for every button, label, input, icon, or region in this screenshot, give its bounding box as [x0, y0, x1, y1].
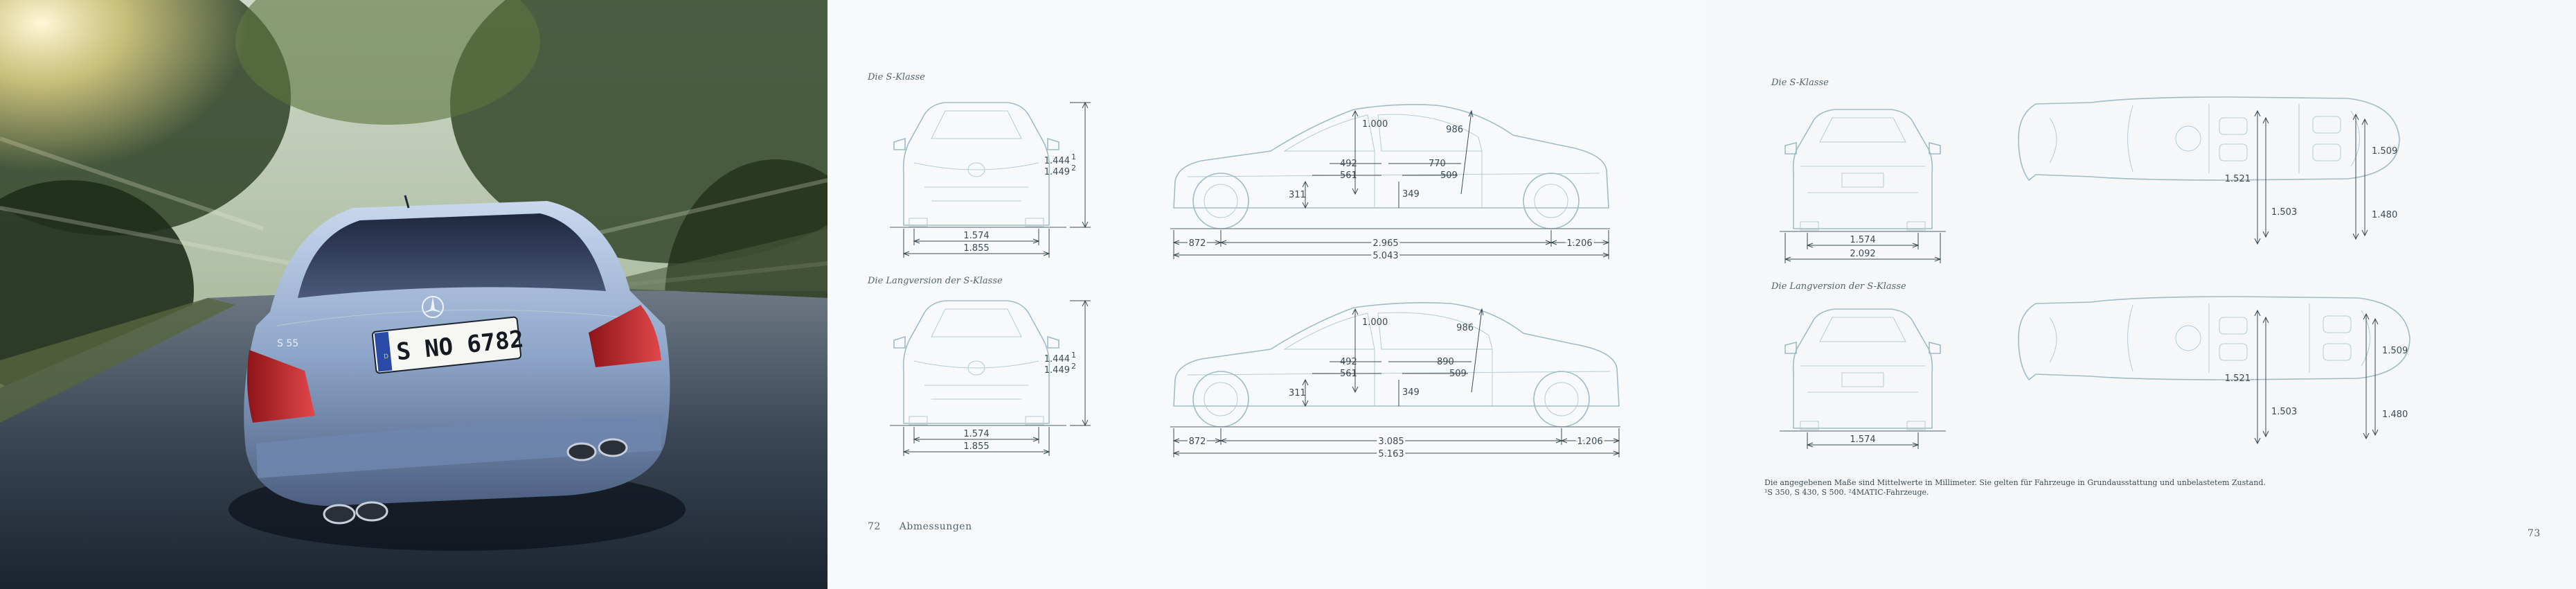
side-rear-head: 986	[1456, 323, 1474, 333]
side-front-leg-b: 561	[1340, 369, 1357, 379]
footnote: Die angegebenen Maße sind Mittelwerte in…	[1764, 478, 2332, 498]
top-front-shoulder: 1.521	[2225, 174, 2251, 184]
plate-country-code: D	[384, 353, 389, 361]
side-ground-rear: 349	[1402, 387, 1420, 398]
front-height-2: 1.449	[1044, 365, 1070, 376]
side-rear-leg-a: 770	[1429, 159, 1446, 169]
side-front-overhang: 872	[1189, 238, 1206, 249]
side-view-s-klasse: 1.000 986 492 561 770 509 311 349 872	[1170, 104, 1610, 263]
model-badge: S 55	[277, 338, 298, 349]
front-height-1: 1.444	[1044, 156, 1070, 166]
page-72	[828, 0, 1703, 589]
car-photo-artwork: D S NO 6782 S 55	[0, 0, 828, 589]
side-rear-leg-b: 509	[1449, 369, 1467, 379]
page-number-72: 72	[868, 521, 881, 532]
page-72-drawings: 1.444 1 1.449 2 1.574 1.855	[890, 101, 1620, 461]
rear-view-s-klasse: 1.574 2.092	[1780, 109, 1946, 263]
page-73-drawings: 1.574 2.092 1.521 1.503 1.509 1.480	[1780, 96, 2410, 449]
footnote-line-1: Die angegebenen Maße sind Mittelwerte in…	[1764, 478, 2266, 487]
front-height-2: 1.449	[1044, 167, 1070, 177]
front-height-1-sup: 1	[1071, 351, 1076, 360]
front-view-langversion: 1.444 1 1.449 2 1.574 1.855	[890, 299, 1091, 456]
rear-view-langversion: 1.574	[1780, 308, 1946, 449]
front-height-1: 1.444	[1044, 354, 1070, 364]
side-rear-overhang: 1.206	[1577, 437, 1602, 447]
section-label-s-klasse: Die S-Klasse	[868, 72, 925, 82]
page-title: Abmessungen	[899, 521, 972, 532]
folio-left: 72 Abmessungen	[868, 521, 972, 532]
front-height-2-sup: 2	[1071, 362, 1076, 371]
rear-mirror-width: 2.092	[1850, 249, 1875, 259]
top-rear-hip: 1.480	[2372, 210, 2397, 220]
front-width: 1.855	[963, 441, 989, 452]
side-rear-overhang: 1.206	[1566, 238, 1592, 249]
section-label-s-klasse-right: Die S-Klasse	[1771, 78, 1829, 88]
side-roof: 1.000	[1362, 317, 1388, 328]
side-length: 5.163	[1378, 449, 1404, 459]
side-front-leg-a: 492	[1340, 357, 1357, 367]
top-view-s-klasse: 1.521 1.503 1.509 1.480	[2018, 96, 2400, 245]
page-number-73: 73	[2528, 528, 2541, 539]
top-front-hip: 1.503	[2271, 207, 2297, 218]
top-front-shoulder: 1.521	[2225, 373, 2251, 384]
side-ground-rear: 349	[1402, 189, 1420, 200]
side-rear-head: 986	[1446, 125, 1463, 135]
top-view-langversion: 1.521 1.503 1.509 1.480	[2018, 296, 2410, 445]
front-track: 1.574	[963, 429, 989, 439]
side-ground-front: 311	[1289, 190, 1306, 200]
section-label-langversion-right: Die Langversion der S-Klasse	[1771, 281, 1906, 292]
side-front-leg-b: 561	[1340, 170, 1357, 181]
side-view-langversion: 1.000 986 492 561 890 509 311 349 872 3.…	[1170, 302, 1620, 461]
top-rear-hip: 1.480	[2382, 410, 2408, 420]
rear-track: 1.574	[1850, 235, 1875, 245]
car-photo: D S NO 6782 S 55	[0, 0, 828, 589]
top-front-hip: 1.503	[2271, 407, 2297, 417]
side-ground-front: 311	[1289, 388, 1306, 398]
top-rear-shoulder: 1.509	[2372, 146, 2397, 157]
front-track: 1.574	[963, 231, 989, 241]
section-label-langversion: Die Langversion der S-Klasse	[868, 276, 1003, 286]
front-view-s-klasse: 1.444 1 1.449 2 1.574 1.855	[890, 101, 1091, 258]
top-rear-shoulder: 1.509	[2382, 346, 2408, 356]
side-length: 5.043	[1372, 251, 1398, 261]
side-roof: 1.000	[1362, 119, 1388, 130]
side-rear-leg-a: 890	[1437, 357, 1454, 367]
footnote-line-2: ¹S 350, S 430, S 500. ²4MATIC-Fahrzeuge.	[1764, 488, 1929, 497]
side-front-leg-a: 492	[1340, 159, 1357, 169]
side-rear-leg-b: 509	[1440, 170, 1458, 181]
front-height-2-sup: 2	[1071, 164, 1076, 173]
front-width: 1.855	[963, 243, 989, 254]
side-front-overhang: 872	[1189, 437, 1206, 447]
side-wheelbase: 3.085	[1378, 437, 1404, 447]
side-wheelbase: 2.965	[1372, 238, 1398, 249]
rear-track: 1.574	[1850, 434, 1875, 445]
front-height-1-sup: 1	[1071, 152, 1076, 161]
